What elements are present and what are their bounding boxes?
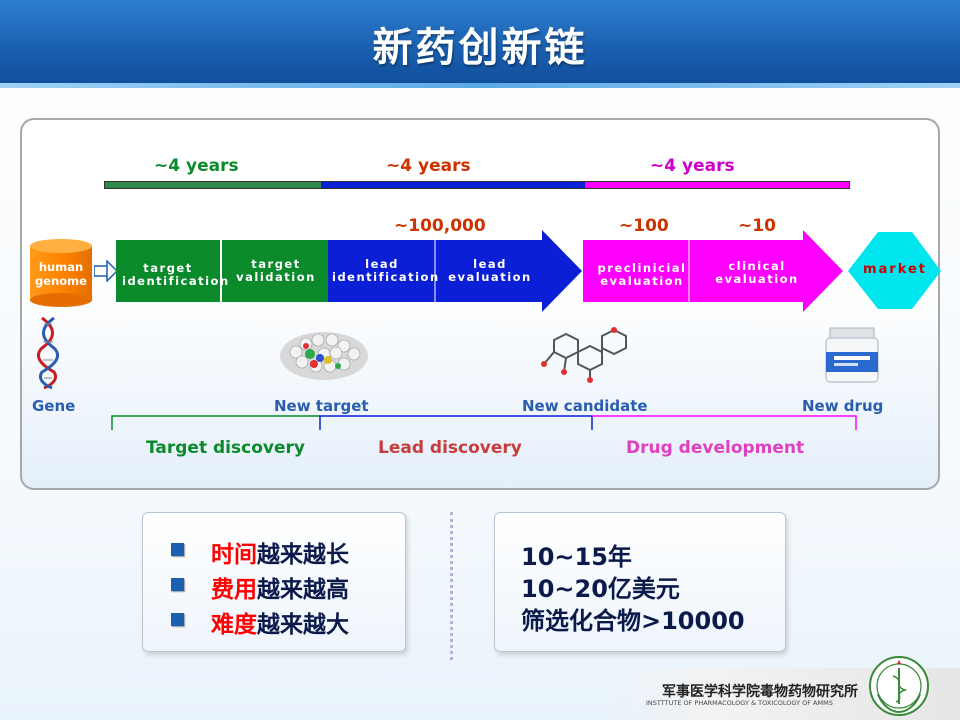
drug-bottle-image <box>825 327 879 383</box>
stage-label-target-identification: target identification <box>122 261 230 288</box>
institute-name-cn: 军事医学科学院毒物药物研究所 <box>662 684 858 700</box>
bullet-square-icon <box>171 578 184 591</box>
phase-drug-development: Drug development <box>626 438 805 458</box>
market-label: market <box>862 262 928 277</box>
human-genome-label: human genome <box>35 260 87 288</box>
stage-label-preclinical-evaluation: preclinicial evaluation <box>597 261 687 288</box>
trend-rest: 越来越高 <box>257 577 349 603</box>
trend-key: 难度 <box>211 612 257 638</box>
stage-label-clinical-evaluation: clinical evaluation <box>715 259 799 286</box>
trend-rest: 越来越大 <box>257 612 349 638</box>
years-label-target: ~4 years <box>154 156 239 176</box>
timeline-bar <box>104 181 850 189</box>
trend-difficulty: 难度越来越大 <box>171 605 349 639</box>
title-bar: 新药创新链 <box>0 0 960 88</box>
stage-target-validation <box>222 240 328 302</box>
milestone-new-target: New target <box>274 397 369 415</box>
trend-time: 时间越来越长 <box>171 535 349 569</box>
stat-cost: 10~20亿美元 <box>521 575 680 603</box>
milestone-new-drug: New drug <box>802 397 884 415</box>
stage-label-lead-evaluation: lead evaluation <box>448 257 532 284</box>
phase-brackets <box>111 415 857 430</box>
timeline-segment-blue <box>321 182 585 188</box>
milestone-gene: Gene <box>32 397 76 415</box>
trend-key: 时间 <box>211 542 257 568</box>
timeline-segment-magenta <box>585 182 849 188</box>
protein-structure-image <box>280 332 368 380</box>
trend-key: 费用 <box>211 577 257 603</box>
timeline-segment-green <box>105 182 321 188</box>
slide-title: 新药创新链 <box>372 25 588 71</box>
market-diamond <box>848 232 941 309</box>
stat-compounds: 筛选化合物>10000 <box>521 607 745 635</box>
trends-box: 时间越来越长 费用越来越高 难度越来越大 <box>142 512 406 652</box>
count-preclinical: ~100 <box>619 216 669 236</box>
years-label-lead: ~4 years <box>386 156 471 176</box>
institute-name-en: INSTTTUTE OF PHARMACOLOGY & TOXICOLOGY O… <box>646 699 833 707</box>
trend-rest: 越来越长 <box>257 542 349 568</box>
stage-label-lead-identification: lead identification <box>332 257 440 284</box>
development-stages-arrow <box>583 230 843 312</box>
trend-cost: 费用越来越高 <box>171 570 349 604</box>
stat-duration: 10~15年 <box>521 543 632 571</box>
lead-stages-arrow <box>328 230 582 312</box>
count-lead: ~100,000 <box>394 216 486 236</box>
dna-helix-icon <box>37 316 59 390</box>
years-label-development: ~4 years <box>650 156 735 176</box>
bullet-square-icon <box>171 543 184 556</box>
milestone-new-candidate: New candidate <box>522 397 648 415</box>
stage-label-target-validation: target validation <box>236 257 316 284</box>
phase-lead-discovery: Lead discovery <box>378 438 522 458</box>
stats-box: 10~15年 10~20亿美元 筛选化合物>10000 <box>494 512 786 652</box>
count-clinical: ~10 <box>738 216 776 236</box>
institute-emblem-icon <box>869 656 929 716</box>
bullet-square-icon <box>171 613 184 626</box>
molecule-structure-image <box>541 327 627 383</box>
innovation-chain-panel: ~4 years ~4 years ~4 years ~100,000 ~100… <box>20 118 941 490</box>
arrow-icon <box>94 260 118 282</box>
human-genome-drum <box>30 239 92 307</box>
separator-line <box>450 512 453 660</box>
stage-target-identification <box>116 240 220 302</box>
phase-target-discovery: Target discovery <box>146 438 305 458</box>
